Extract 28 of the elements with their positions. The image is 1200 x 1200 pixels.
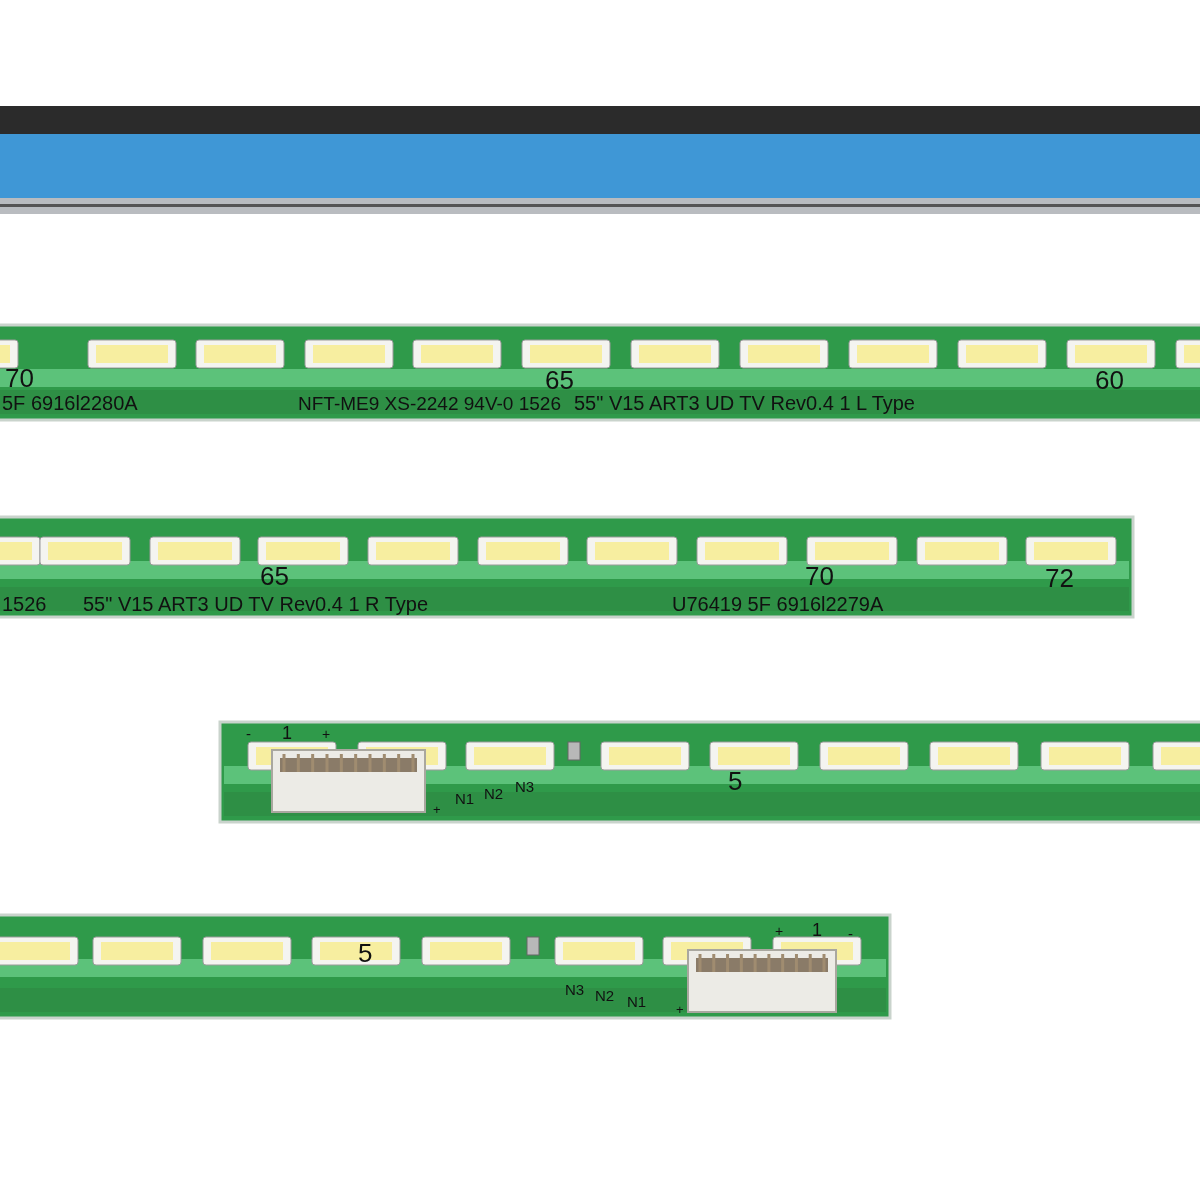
board-marking: 55" V15 ART3 UD TV Rev0.4 1 L Type <box>574 393 915 413</box>
pin-number: 1 <box>812 921 822 939</box>
led-number: 70 <box>805 563 834 589</box>
polarity-mark: + <box>775 924 784 938</box>
led-number: 70 <box>5 365 34 391</box>
board-marking: 55" V15 ART3 UD TV Rev0.4 1 R Type <box>83 594 429 614</box>
pad-label: N1 <box>455 791 475 806</box>
part-number: 5F 6916l2280A <box>2 393 138 413</box>
pad-label: N3 <box>565 982 585 997</box>
pad-label: N1 <box>627 994 647 1009</box>
polarity-mark: + <box>676 1003 684 1016</box>
led-number: 65 <box>260 563 289 589</box>
polarity-mark: - <box>848 926 853 941</box>
board-marking: 1526 <box>2 594 47 614</box>
polarity-mark: + <box>433 803 441 816</box>
led-number: 5 <box>358 940 373 966</box>
part-number: U76419 5F 6916l2279A <box>672 594 884 614</box>
led-number: 60 <box>1095 367 1124 393</box>
led-number: 72 <box>1045 565 1074 591</box>
polarity-mark: - <box>246 726 251 741</box>
led-number: 5 <box>728 768 743 794</box>
led-number: 65 <box>545 367 574 393</box>
pin-number: 1 <box>282 724 292 742</box>
pad-label: N2 <box>484 786 504 801</box>
board-marking: NFT-ME9 XS-2242 94V-0 1526 <box>298 394 561 413</box>
pad-label: N3 <box>515 779 535 794</box>
pad-label: N2 <box>595 988 615 1003</box>
polarity-mark: + <box>322 727 331 741</box>
